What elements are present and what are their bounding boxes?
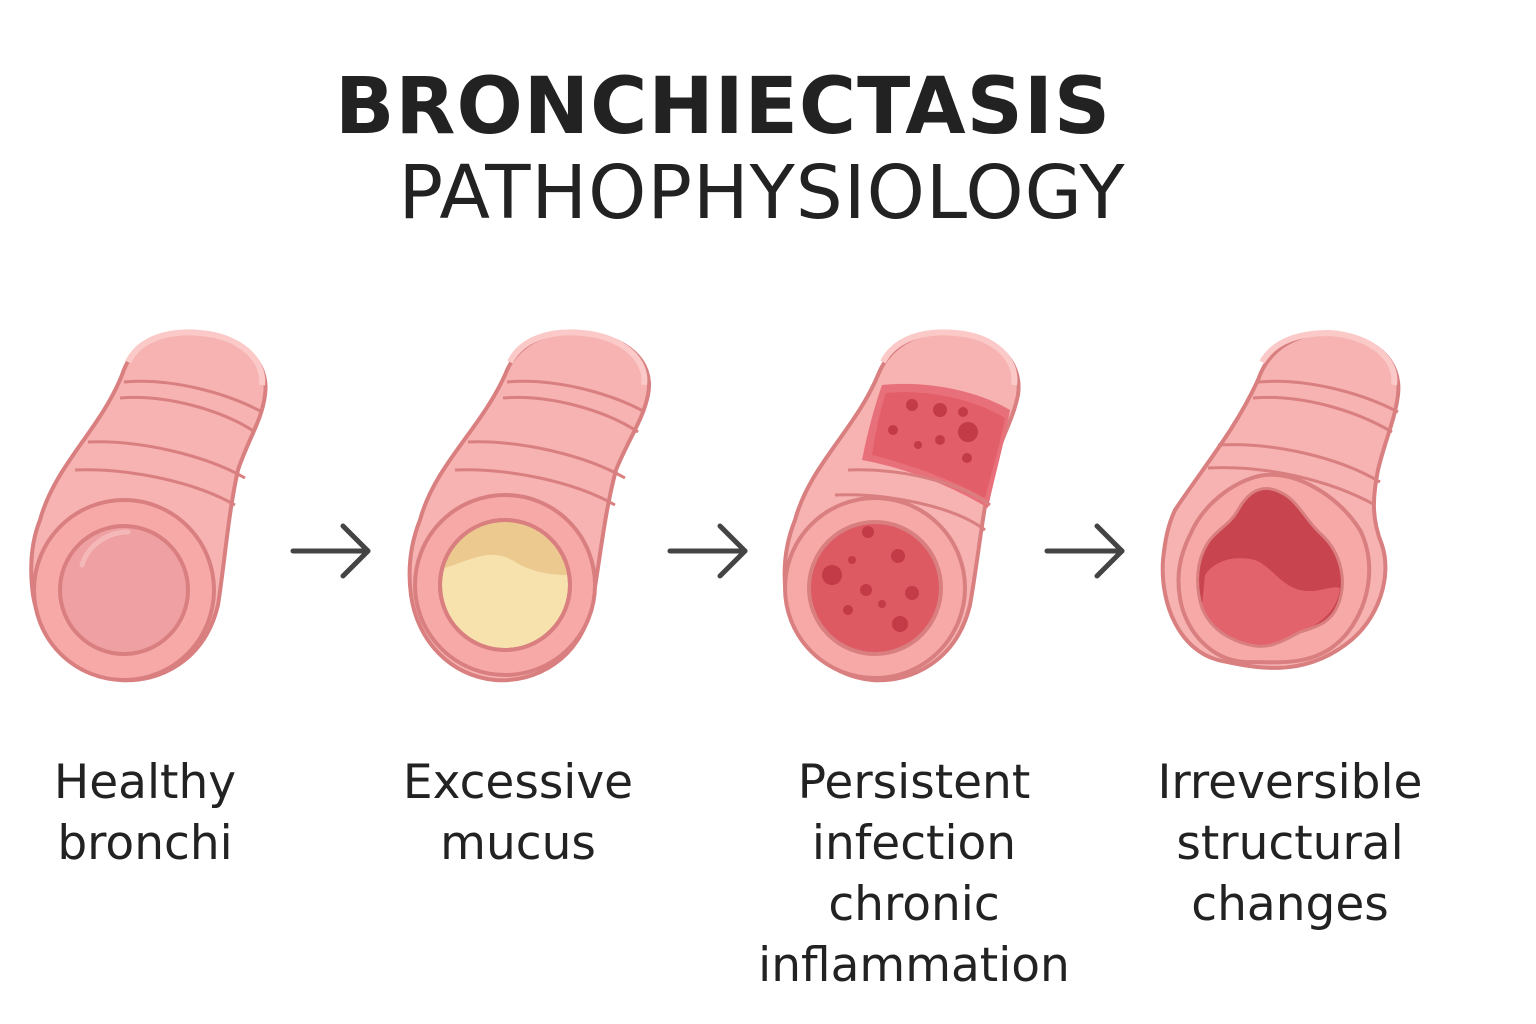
label-line: inflammation bbox=[758, 938, 1070, 993]
stage-label-mucus: Excessive mucus bbox=[338, 752, 698, 874]
label-line: infection bbox=[811, 816, 1017, 871]
label-line: Healthy bbox=[53, 755, 237, 810]
bronchus-mucus-icon bbox=[407, 329, 652, 683]
label-line: Persistent bbox=[797, 755, 1031, 810]
title-line-1: BRONCHIECTASIS bbox=[334, 62, 1112, 152]
label-line: Irreversible bbox=[1157, 755, 1423, 810]
label-line: chronic bbox=[828, 877, 1000, 932]
label-line: Excessive bbox=[402, 755, 634, 810]
label-line: bronchi bbox=[57, 816, 233, 871]
stage-label-infection: Persistent infection chronic inflammatio… bbox=[734, 752, 1094, 996]
arrow-right-icon bbox=[1044, 523, 1125, 579]
title-line-2: PATHOPHYSIOLOGY bbox=[398, 150, 1126, 236]
arrow-right-icon bbox=[667, 523, 748, 579]
stage-label-healthy: Healthy bronchi bbox=[0, 752, 325, 874]
arrow-right-icon bbox=[290, 523, 371, 579]
label-line: mucus bbox=[440, 816, 596, 871]
bronchus-healthy-icon bbox=[29, 329, 268, 683]
bronchus-structural-icon bbox=[1160, 329, 1401, 670]
label-line: changes bbox=[1191, 877, 1389, 932]
bronchus-infection-icon bbox=[782, 329, 1021, 683]
stage-label-structural: Irreversible structural changes bbox=[1110, 752, 1470, 935]
label-line: structural bbox=[1176, 816, 1404, 871]
